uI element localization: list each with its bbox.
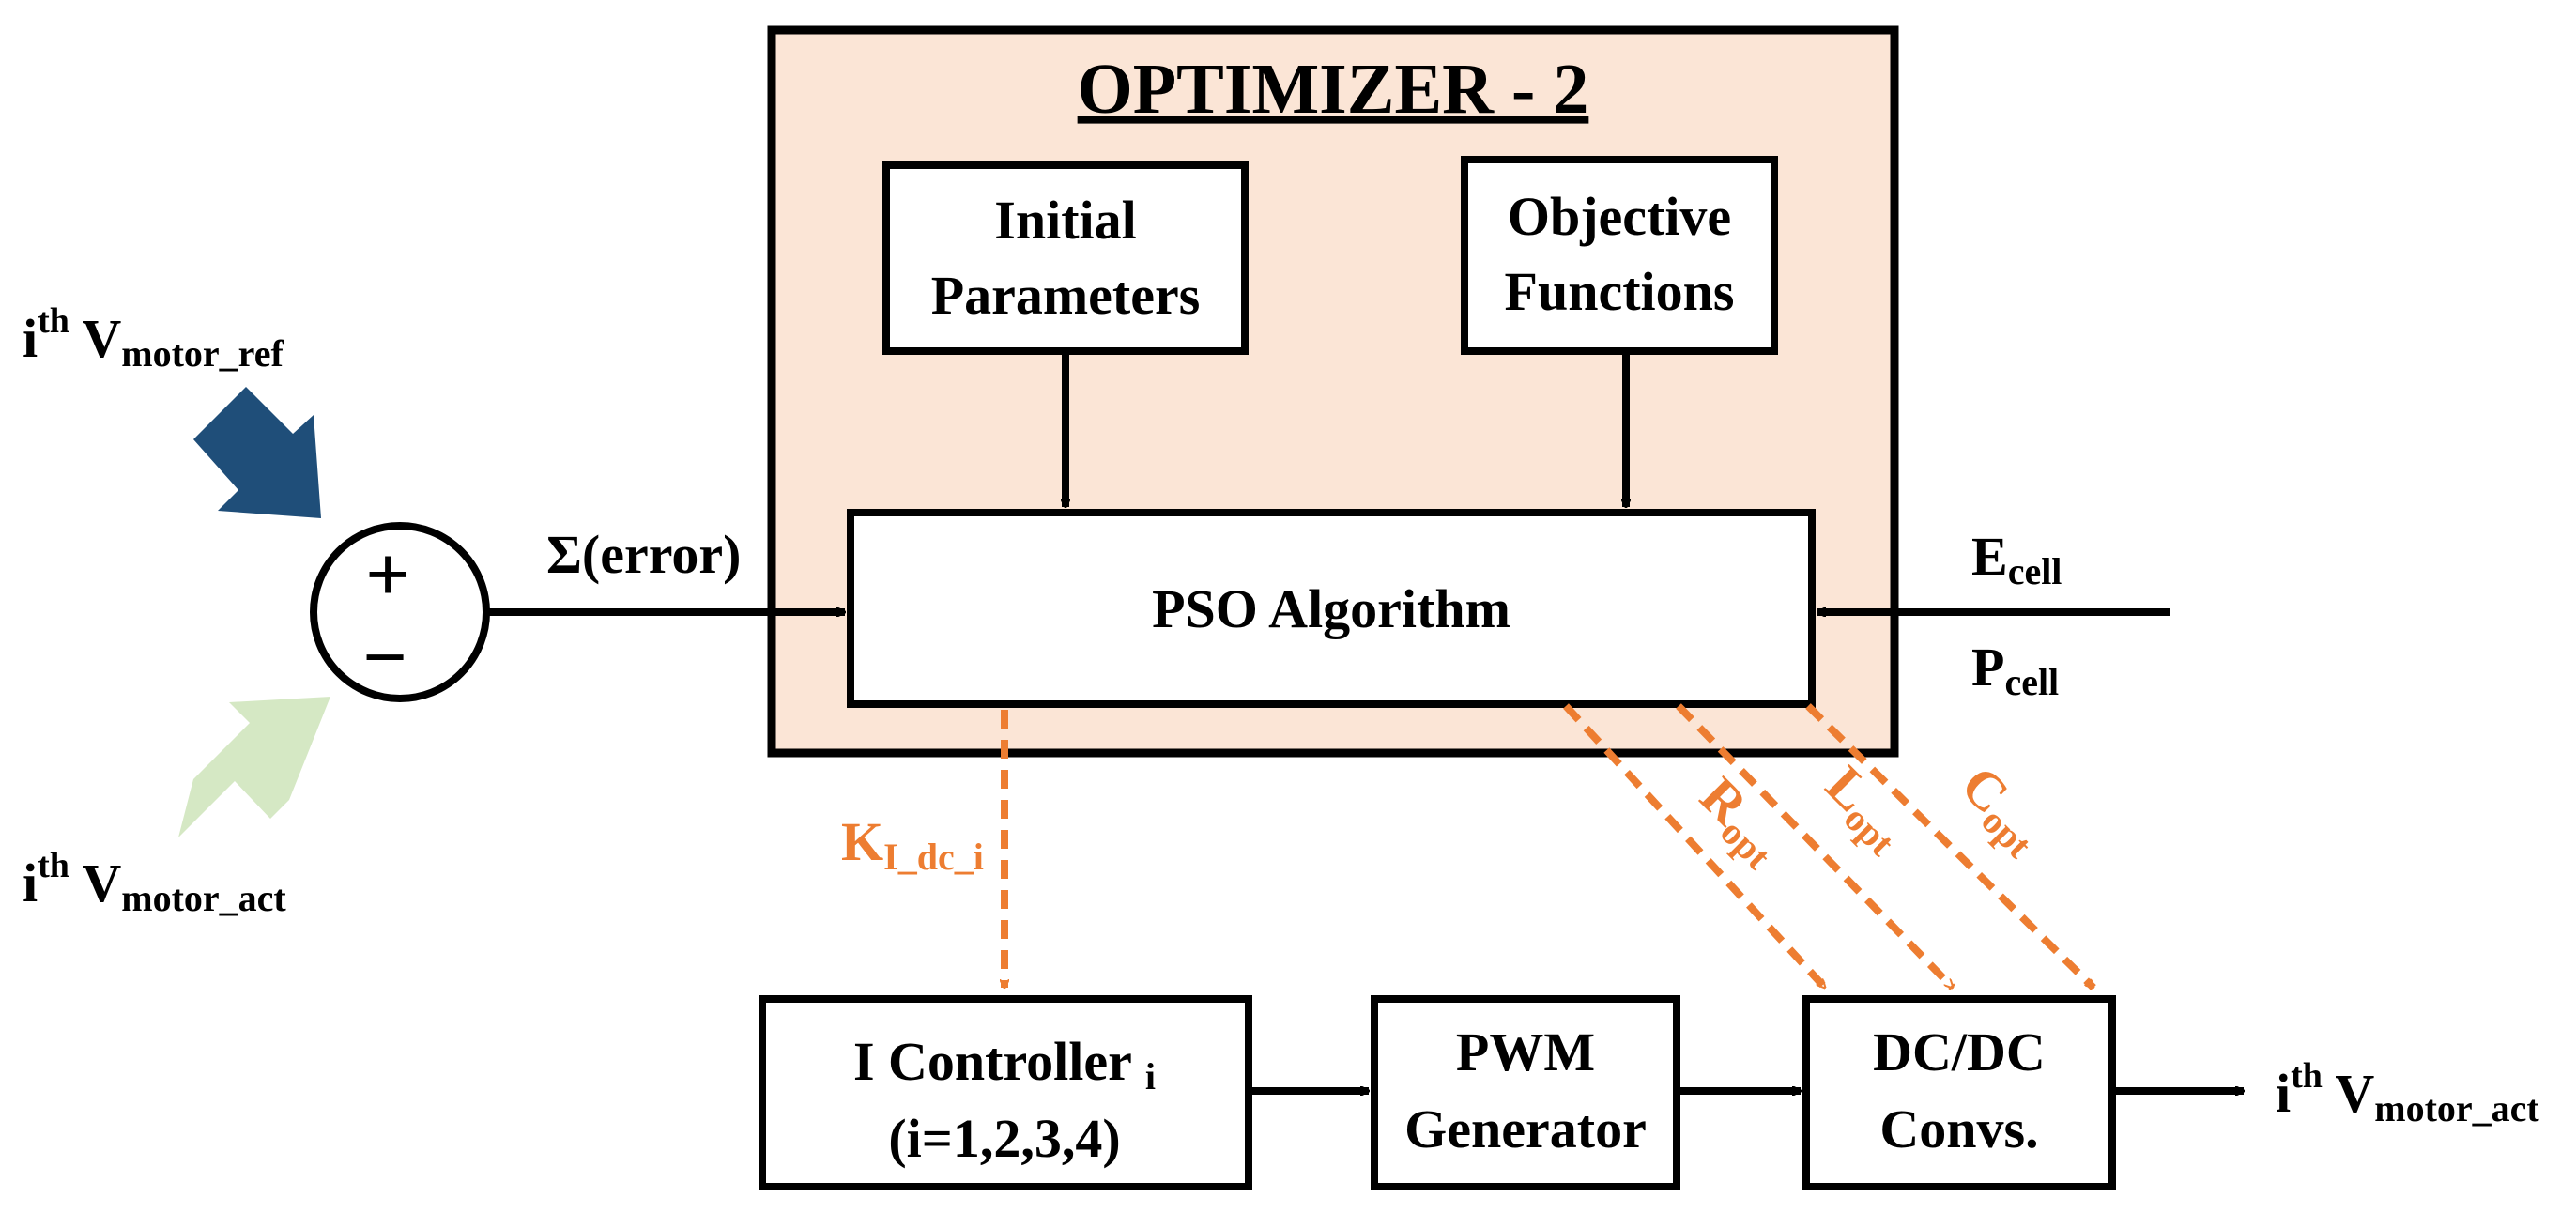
summing-plus: +: [365, 531, 410, 619]
p-cell-main: P: [1971, 637, 2004, 698]
c-opt-label-group: Copt: [1946, 754, 2059, 867]
i-controller-line2: (i=1,2,3,4): [888, 1108, 1120, 1169]
pwm-generator-line1: PWM: [1456, 1021, 1595, 1082]
dcdc-converters-line1: DC/DC: [1873, 1021, 2046, 1082]
pwm-generator-block: [1371, 995, 1680, 1190]
c-opt-dashed-arrow: [1805, 703, 2096, 990]
act-main: V: [69, 852, 121, 914]
r-opt-dashed-arrow: [1563, 703, 1828, 990]
initial-parameters-line1: Initial: [994, 190, 1137, 251]
out-sup: th: [2291, 1056, 2323, 1096]
i-controller-line1: I Controller i: [853, 1031, 1156, 1098]
act-sup: th: [38, 846, 69, 885]
summing-minus: −: [362, 614, 407, 701]
ref-main: V: [69, 308, 121, 369]
act-feedback-label: ith Vmotor_act: [23, 846, 286, 919]
pso-algorithm-block: [847, 509, 1816, 708]
c-opt-label: Copt: [1946, 754, 2059, 867]
ref-input-arrow: [193, 387, 321, 518]
ref-prefix: i: [23, 308, 38, 369]
e-cell-sub: cell: [2008, 550, 2062, 592]
ref-sub: motor_ref: [121, 332, 284, 375]
initial-parameters-block: [882, 161, 1249, 355]
pwm-generator-line2: Generator: [1404, 1098, 1647, 1159]
pso-algorithm-label: PSO Algorithm: [1152, 578, 1510, 639]
r-opt-label-group: Ropt: [1685, 765, 1798, 878]
ref-sup: th: [38, 301, 69, 341]
summing-junction: [310, 522, 490, 702]
act-prefix: i: [23, 852, 38, 914]
objective-functions-line1: Objective: [1508, 186, 1731, 247]
l-opt-label: Lopt: [1811, 754, 1921, 864]
k-gain-main: K: [841, 811, 883, 872]
optimizer-title: OPTIMIZER - 2: [1078, 50, 1589, 129]
act-feedback-arrow: [178, 697, 330, 837]
objective-functions-line2: Functions: [1505, 261, 1735, 322]
e-cell-label: Ecell: [1971, 526, 2062, 592]
i-controller-block: [759, 995, 1252, 1190]
k-gain-label: KI_dc_i: [841, 811, 984, 878]
l-opt-dashed-arrow: [1676, 703, 1955, 990]
dcdc-converters-line2: Convs.: [1879, 1098, 2038, 1159]
p-cell-sub: cell: [2004, 661, 2059, 703]
i-controller-main: I Controller: [853, 1031, 1132, 1092]
out-main: V: [2323, 1063, 2374, 1124]
r-opt-label: Ropt: [1685, 765, 1798, 878]
initial-parameters-line2: Parameters: [931, 265, 1201, 326]
l-opt-label-group: Lopt: [1811, 754, 1921, 864]
objective-functions-block: [1461, 156, 1778, 355]
k-gain-sub: I_dc_i: [883, 836, 984, 878]
act-sub: motor_act: [121, 877, 286, 919]
dcdc-converters-block: [1802, 995, 2116, 1190]
e-cell-main: E: [1971, 526, 2008, 587]
ref-input-label: ith Vmotor_ref: [23, 301, 284, 375]
i-controller-sub: i: [1145, 1055, 1156, 1098]
out-prefix: i: [2276, 1063, 2291, 1124]
error-signal-label: Σ(error): [546, 524, 741, 585]
out-sub: motor_act: [2374, 1087, 2539, 1129]
output-label: ith Vmotor_act: [2276, 1056, 2539, 1129]
p-cell-label: Pcell: [1971, 637, 2059, 703]
